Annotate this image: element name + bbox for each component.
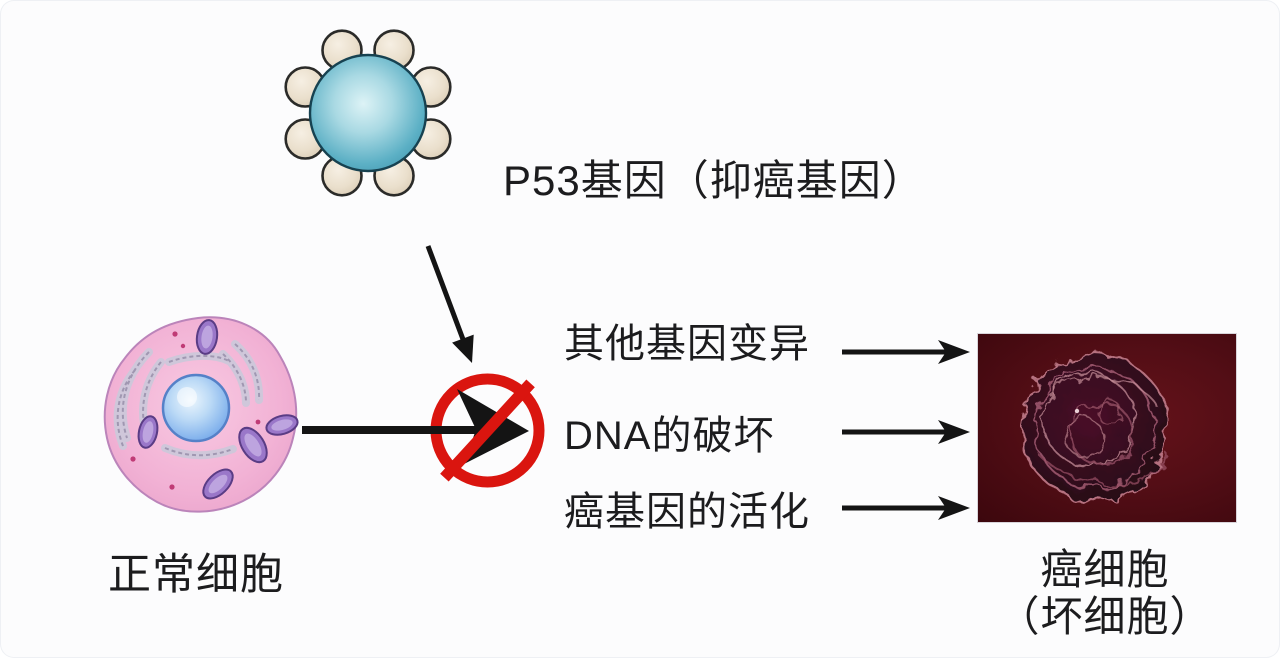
no-entry-icon (302, 373, 545, 488)
normal-cell-illustration (103, 316, 299, 513)
cancer-cell-image (977, 333, 1237, 523)
arrow-down-right-icon (425, 245, 474, 363)
p53-gene-label: P53基因（抑癌基因） (503, 157, 925, 204)
organelles (137, 319, 299, 500)
p53-gene-icon (284, 29, 452, 197)
pathway-label-gene-mutation: 其他基因变异 (564, 322, 810, 366)
cancer-cell-label: 癌细胞 (1040, 546, 1170, 593)
cancer-cell-label-block: 癌细胞 （坏细胞） (975, 546, 1235, 640)
arrow-right-icon (842, 340, 970, 520)
blocked-arrow-icon (302, 389, 529, 464)
pathway-label-oncogene-activation: 癌基因的活化 (564, 490, 810, 534)
normal-cell-label: 正常细胞 (108, 551, 284, 599)
cancer-cell-sublabel: （坏细胞） (997, 593, 1213, 640)
cancer-cell-graphic (1021, 354, 1169, 502)
pathway-label-dna-damage: DNA的破坏 (564, 414, 775, 458)
